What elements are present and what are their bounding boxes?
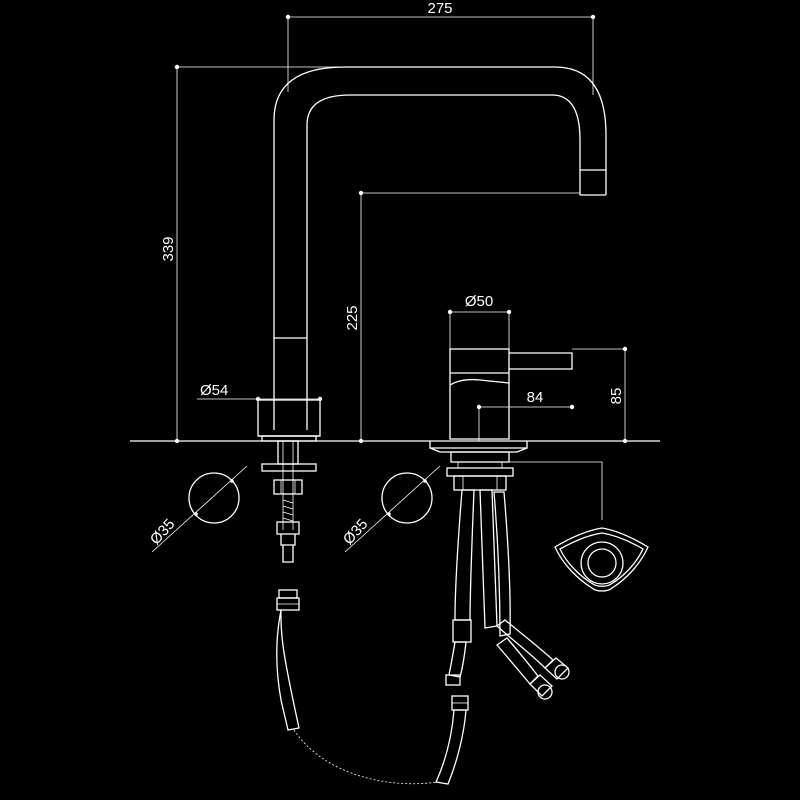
dim-label-o54: Ø54 xyxy=(200,382,228,399)
hole-detail-left: Ø35 xyxy=(147,465,248,553)
spout-fixing-rod xyxy=(261,440,317,563)
mixer-flexi-hoses xyxy=(435,489,570,785)
dim-label-o35-right: Ø35 xyxy=(340,516,372,548)
dim-lever-reach: 84 xyxy=(476,389,575,441)
hole-detail-right: Ø35 xyxy=(340,465,441,553)
dim-mixer-diameter: Ø50 xyxy=(447,293,512,349)
mixer-fitting xyxy=(446,451,514,491)
dim-mixer-height: 85 xyxy=(572,346,628,444)
dim-spout-reach: 275 xyxy=(285,0,596,95)
dim-label-o35-left: Ø35 xyxy=(147,516,179,548)
dim-spout-clearance: 225 xyxy=(344,190,580,444)
spout-base xyxy=(257,399,321,442)
handle-top-view xyxy=(509,461,649,592)
left-flexi-hose xyxy=(276,589,439,785)
dim-label-o50: Ø50 xyxy=(465,293,493,310)
dim-label-339: 339 xyxy=(160,236,177,261)
dim-label-85: 85 xyxy=(608,388,625,405)
dim-overall-height: 339 xyxy=(160,64,345,444)
mixer-body xyxy=(429,348,573,453)
spout xyxy=(273,66,607,430)
dim-label-275: 275 xyxy=(427,0,452,17)
dim-spout-base-diameter: Ø54 xyxy=(197,382,323,402)
dim-label-84: 84 xyxy=(527,389,544,406)
dim-label-225: 225 xyxy=(344,305,361,330)
